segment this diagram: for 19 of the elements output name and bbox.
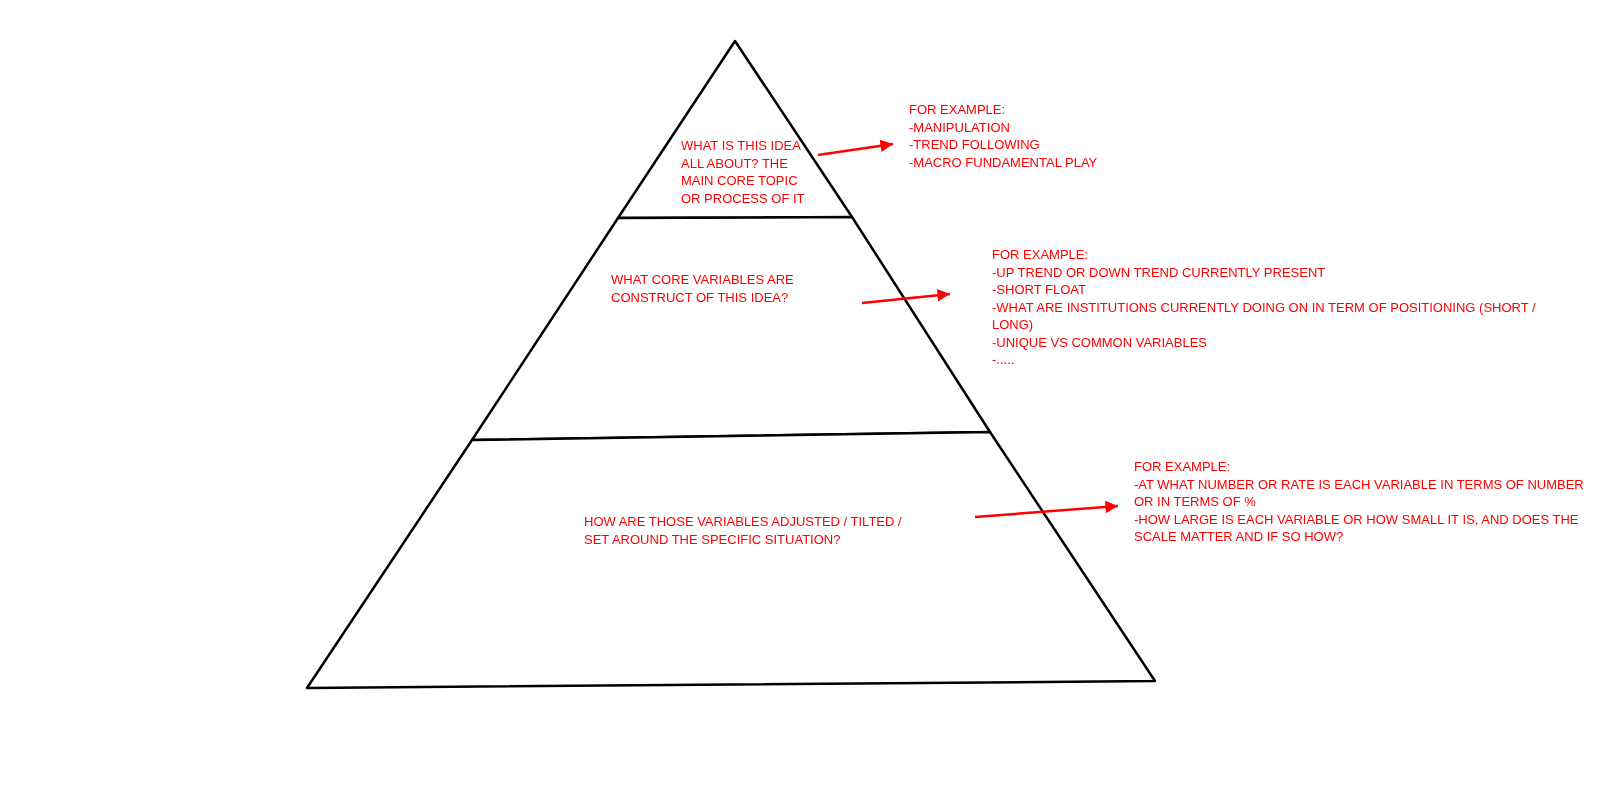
example-heading: FOR EXAMPLE: xyxy=(909,101,1007,119)
tier-label: WHAT IS THIS IDEA ALL ABOUT? THE MAIN CORE TOPIC OR PROCESS OF IT xyxy=(681,137,806,207)
tier-label: HOW ARE THOSE VARIABLES ADJUSTED / TILTED / SET AROUND THE SPECIFIC SITUATION? xyxy=(584,513,903,548)
tier-label: WHAT CORE VARIABLES ARE CONSTRUCT OF THIS IDEA? xyxy=(611,271,795,306)
arrow xyxy=(861,289,951,305)
example-item: -SHORT FLOAT xyxy=(992,281,1087,299)
example-heading: FOR EXAMPLE: xyxy=(992,246,1090,264)
example-item: -UNIQUE VS COMMON VARIABLES xyxy=(992,333,1208,351)
arrow xyxy=(817,139,894,157)
arrow xyxy=(974,500,1119,519)
example-item: -MANIPULATION xyxy=(909,118,1011,136)
example-heading: FOR EXAMPLE: xyxy=(1134,458,1232,476)
example-item: -UP TREND OR DOWN TREND CURRENTLY PRESENT xyxy=(992,263,1327,281)
example-item: -WHAT ARE INSTITUTIONS CURRENTLY DOING ON IN TERM OF POSITIONING (SHORT / LONG) xyxy=(992,298,1537,334)
example-item: -MACRO FUNDAMENTAL PLAY xyxy=(909,153,1099,171)
example-item: -HOW LARGE IS EACH VARIABLE OR HOW SMALL IT IS, AND DOES THE SCALE MATTER AND IF SO HOW? xyxy=(1134,510,1580,546)
example-item: -TREND FOLLOWING xyxy=(909,136,1041,154)
example-item: -..... xyxy=(992,351,1016,369)
example-item: -AT WHAT NUMBER OR RATE IS EACH VARIABLE IN TERMS OF NUMBER OR IN TERMS OF % xyxy=(1134,475,1585,511)
